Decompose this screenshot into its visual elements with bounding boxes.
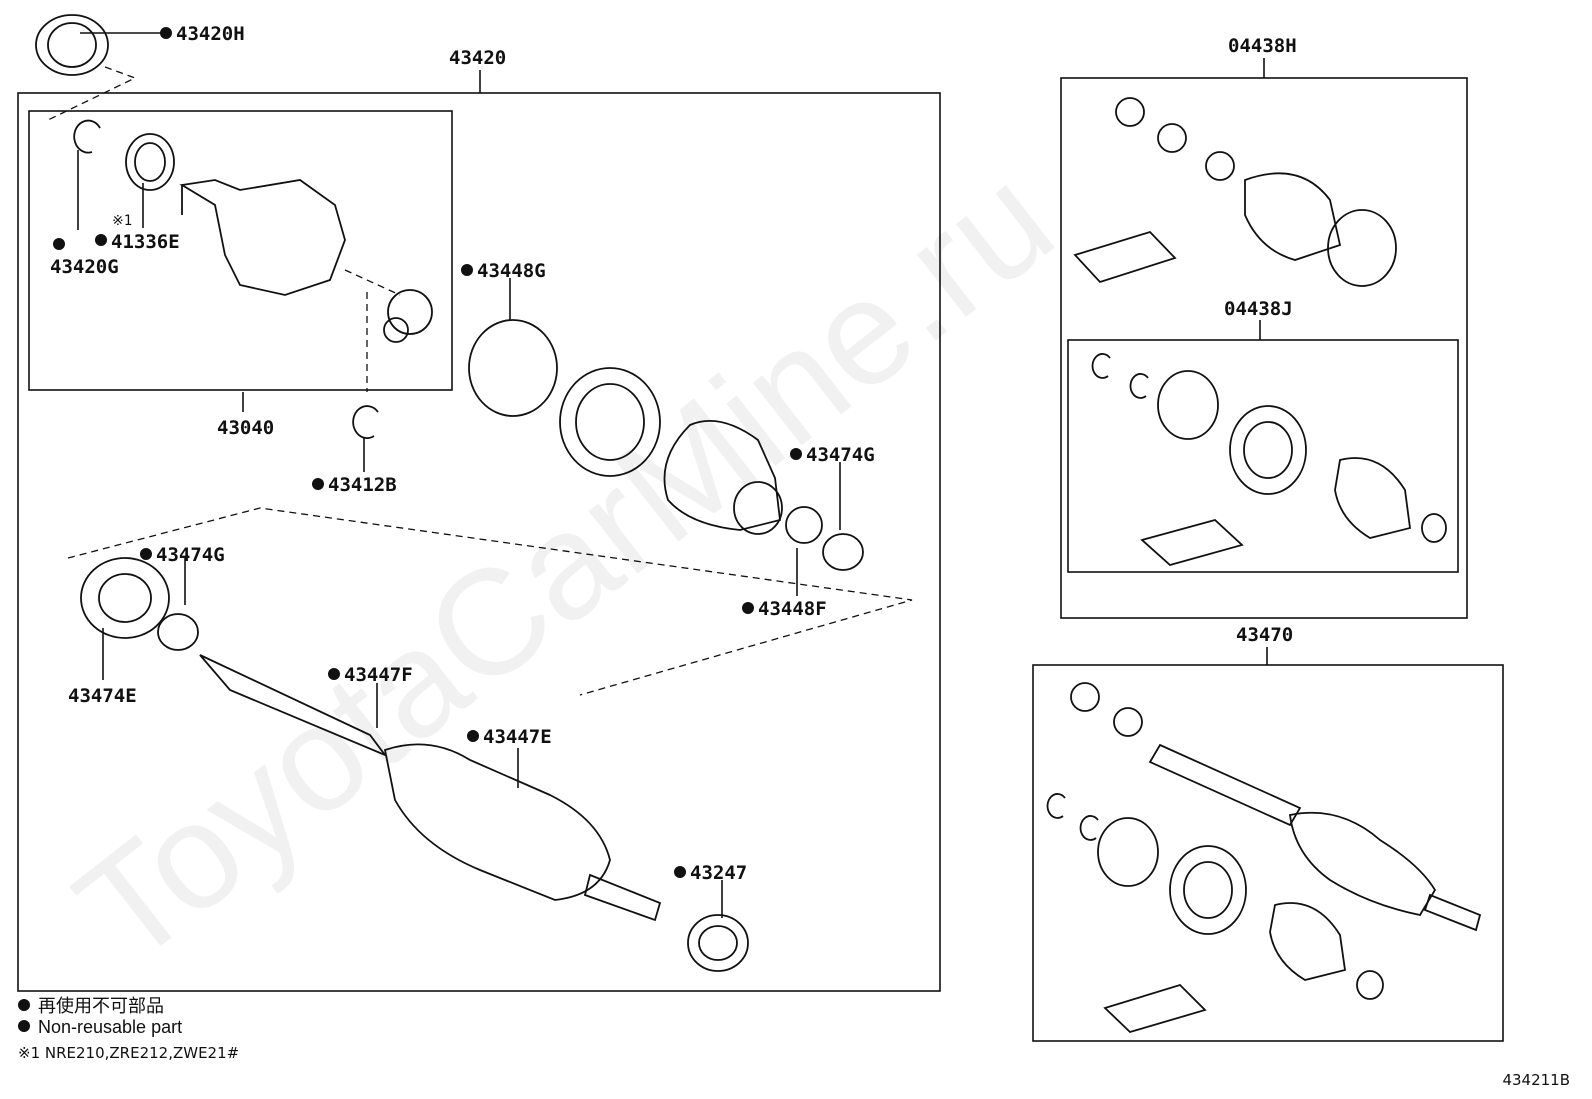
- clamp-43448F-shape: [785, 506, 823, 544]
- kit-frame-04438H: [1060, 77, 1468, 619]
- snap-ring-43412B-shape: [352, 405, 379, 439]
- part-label-43420[interactable]: 43420: [449, 47, 506, 69]
- footnote: ※1 NRE210,ZRE212,ZWE21#: [18, 1044, 240, 1062]
- seal-41336E-shape: [125, 133, 175, 191]
- part-label-43420G[interactable]: 43420G: [50, 256, 119, 278]
- bullet-icon: [18, 999, 30, 1011]
- legend-japanese-text: 再使用不可部品: [38, 996, 164, 1016]
- seal-43420H-shape: [35, 14, 109, 76]
- legend-english: Non-reusable part: [18, 1017, 182, 1038]
- part-label-43474G-right[interactable]: 43474G: [806, 444, 875, 466]
- assembly-frame-43420: [17, 92, 941, 992]
- part-label-43448G[interactable]: 43448G: [477, 260, 546, 282]
- driveshaft-shape: [199, 654, 388, 758]
- part-label-43040[interactable]: 43040: [217, 417, 274, 439]
- part-label-43470[interactable]: 43470: [1236, 624, 1293, 646]
- outer-stub-shaft-shape: [583, 873, 662, 922]
- inner-joint-cover-shape: [559, 367, 661, 477]
- kit-frame-43470: [1032, 664, 1504, 1042]
- part-label-43447F[interactable]: 43447F: [344, 664, 413, 686]
- note-mark-1: ※1: [112, 213, 132, 229]
- part-label-43474E[interactable]: 43474E: [68, 685, 137, 707]
- diagram-code: 434211B: [1502, 1071, 1570, 1089]
- kit-frame-04438J: [1067, 339, 1459, 573]
- part-label-04438H[interactable]: 04438H: [1228, 35, 1297, 57]
- clamp-43474G-left-shape: [157, 613, 199, 651]
- part-label-43448F[interactable]: 43448F: [758, 598, 827, 620]
- part-label-43474G-left[interactable]: 43474G: [156, 544, 225, 566]
- snap-ring-43420G-shape: [73, 119, 101, 154]
- clamp-43474G-right-shape: [822, 533, 864, 571]
- seal-43247-shape: [687, 914, 749, 972]
- inner-joint-housing-shape: [179, 179, 346, 296]
- part-label-04438J[interactable]: 04438J: [1224, 298, 1293, 320]
- damper-43474E-shape: [80, 557, 170, 639]
- part-label-41336E[interactable]: 41336E: [111, 231, 180, 253]
- assembly-frame-43040: [28, 110, 453, 391]
- boot-shape: [663, 419, 781, 531]
- outer-joint-boot-shape: [383, 743, 611, 901]
- part-label-43247[interactable]: 43247: [690, 862, 747, 884]
- legend-english-text: Non-reusable part: [38, 1017, 183, 1037]
- clamp-43448G-shape: [468, 319, 558, 417]
- legend-japanese: 再使用不可部品: [18, 992, 164, 1018]
- part-label-43412B[interactable]: 43412B: [328, 474, 397, 496]
- bullet-icon: [18, 1020, 30, 1032]
- part-label-43420H[interactable]: 43420H: [176, 23, 245, 45]
- part-label-43447E[interactable]: 43447E: [483, 726, 552, 748]
- tripod-shape: [387, 289, 433, 335]
